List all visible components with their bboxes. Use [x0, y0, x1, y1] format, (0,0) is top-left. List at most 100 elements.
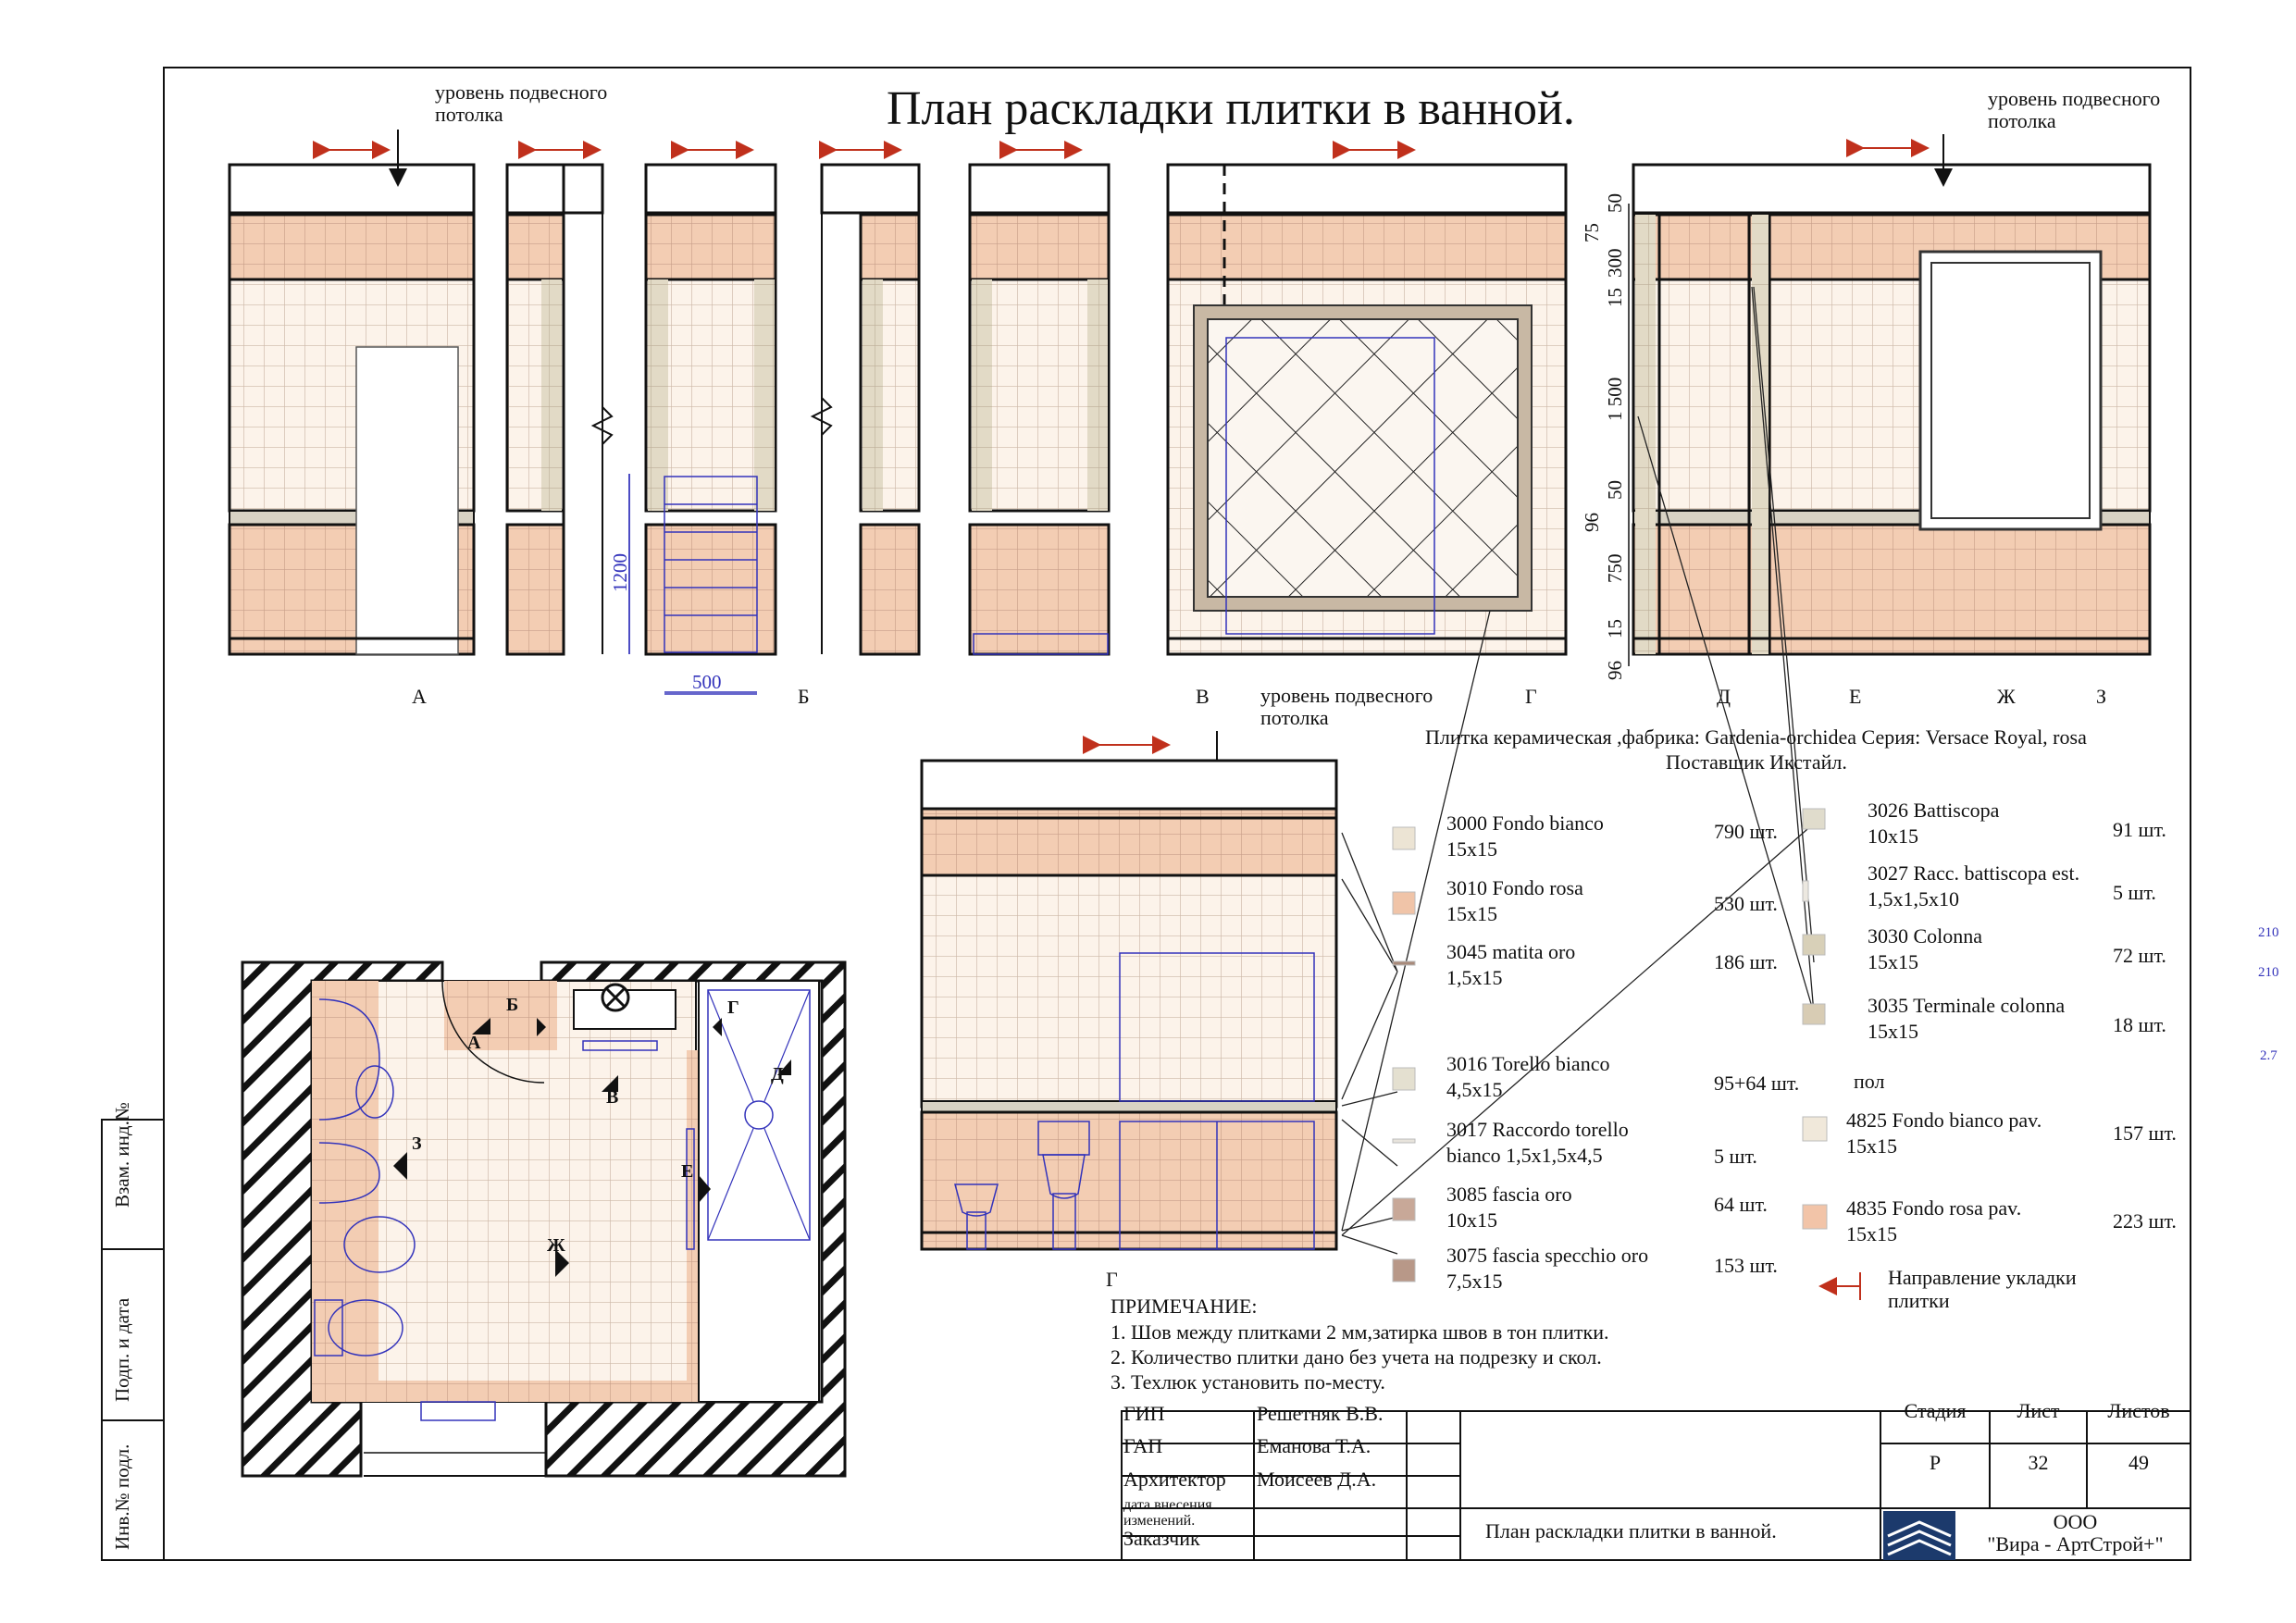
- floor-label: пол: [1854, 1070, 1885, 1093]
- legend-item-size: 15x15: [1446, 837, 1497, 861]
- plan-marker-g: Г: [727, 997, 739, 1018]
- legend-item-count: 18 шт.: [2113, 1013, 2166, 1036]
- dim-right-50b: 50: [1604, 480, 1626, 500]
- dim-right-96a: 96: [1581, 513, 1603, 532]
- elev-label-e: Е: [1849, 685, 1862, 708]
- section-g-elevation: [920, 759, 1338, 1251]
- elev-label-a: А: [412, 685, 427, 708]
- legend-item-count: 186 шт.: [1714, 950, 1778, 973]
- elev-label-g: Г: [1525, 685, 1537, 708]
- section-label: Г: [1106, 1268, 1118, 1291]
- legend-item-name: 3016 Torello bianco: [1446, 1052, 1610, 1075]
- elev-label-b: Б: [798, 685, 810, 708]
- legend-item-name: 3075 fascia specchio oro: [1446, 1244, 1649, 1267]
- tb-role: ГАП: [1123, 1434, 1163, 1457]
- tb-role: Заказчик: [1123, 1527, 1200, 1550]
- legend-swatch: [1392, 826, 1416, 850]
- legend-item-name: 4835 Fondo rosa pav.: [1846, 1196, 2022, 1220]
- legend-swatch: [1392, 1138, 1416, 1144]
- legend-item-name: 3030 Colonna: [1868, 924, 1983, 948]
- margin-number-3: 2.7: [2260, 1048, 2277, 1063]
- margin-number-2: 210: [2258, 965, 2279, 980]
- legend-item-size: 10x15: [1446, 1208, 1497, 1232]
- stamp-inv: Инв.№ подл.: [111, 1443, 133, 1550]
- legend-item-count: 157 шт.: [2113, 1121, 2177, 1145]
- legend-item-size: 1,5x1,5x10: [1868, 887, 1959, 911]
- company-logo: [1883, 1511, 1955, 1560]
- note-1: 1. Шов между плитками 2 мм,затирка швов …: [1111, 1320, 1609, 1344]
- bidet-elevation: [954, 1183, 999, 1250]
- plan-marker-zh: Ж: [547, 1235, 565, 1256]
- dim-right-750: 750: [1604, 553, 1626, 584]
- elevation-d-z: [1632, 163, 2152, 656]
- elev-label-d: Д: [1717, 685, 1731, 708]
- legend-item-size: 15x15: [1846, 1222, 1897, 1245]
- tb-company-1: ООО: [2053, 1510, 2098, 1533]
- legend-swatch: [1392, 1197, 1416, 1221]
- plan-marker-b: Б: [506, 995, 519, 1015]
- legend-item-name: 4825 Fondo bianco pav.: [1846, 1109, 2042, 1132]
- tb-sheet: 32: [2028, 1451, 2049, 1474]
- note-3: 3. Техлюк установить по-месту.: [1111, 1370, 1385, 1394]
- note-2: 2. Количество плитки дано без учета на п…: [1111, 1345, 1602, 1369]
- legend-item-name: 3027 Racc. battiscopa est.: [1868, 861, 2080, 885]
- dim-right-75: 75: [1581, 223, 1603, 242]
- legend-item-size: 15x15: [1846, 1134, 1897, 1158]
- legend-item-name: 3000 Fondo bianco: [1446, 812, 1604, 835]
- legend-item-count: 153 шт.: [1714, 1254, 1778, 1277]
- tb-company-2: "Вира - АртСтрой+": [1987, 1532, 2164, 1555]
- tile-header-1: Плитка керамическая ,фабрика: Gardenia-o…: [1425, 725, 2087, 749]
- legend-item-count: 790 шт.: [1714, 820, 1778, 843]
- tb-role: ГИП: [1123, 1402, 1165, 1425]
- plan-marker-v: В: [606, 1087, 619, 1108]
- margin-number-1: 210: [2258, 925, 2279, 940]
- elevation-a: [228, 163, 476, 656]
- legend-item-size: 7,5x15: [1446, 1270, 1503, 1293]
- tb-sheets: 49: [2128, 1451, 2149, 1474]
- dim-right-300: 300: [1604, 248, 1626, 279]
- tb-stage: Р: [1929, 1451, 1942, 1474]
- title-block: [1121, 1410, 2191, 1561]
- direction-note: Направление укладки плитки: [1888, 1266, 2077, 1312]
- legend-item-size: 15x15: [1446, 902, 1497, 925]
- legend-item-size: 1,5x15: [1446, 966, 1503, 989]
- legend-swatches: [1392, 808, 1828, 1282]
- tb-name: Моисеев Д.А.: [1257, 1468, 1377, 1491]
- legend-item-count: 91 шт.: [2113, 818, 2166, 841]
- legend-swatch: [1802, 808, 1826, 830]
- legend-swatch: [1802, 1116, 1828, 1142]
- elev-label-v: В: [1196, 685, 1210, 708]
- legend-item-name: 3010 Fondo rosa: [1446, 876, 1583, 899]
- legend-swatch: [1802, 1204, 1828, 1230]
- legend-item-name: 3035 Terminale colonna: [1868, 994, 2066, 1017]
- legend-item-count: 95+64 шт.: [1714, 1072, 1800, 1095]
- legend-item-name: 3085 fascia oro: [1446, 1183, 1572, 1206]
- towel-dryer: [664, 476, 758, 653]
- legend-item-name: 3017 Raccordo torello: [1446, 1118, 1629, 1141]
- ceiling-note-2: уровень подвесного потолка: [1988, 87, 2161, 132]
- dim-right-15a: 15: [1604, 288, 1626, 307]
- tile-header-2: Поставщик Икстайл.: [1666, 750, 1847, 774]
- dim-right-1500: 1 500: [1604, 377, 1626, 421]
- legend-swatch: [1392, 960, 1416, 966]
- dim-right-96b: 96: [1604, 661, 1626, 680]
- tb-stage-h: Стадия: [1904, 1399, 1967, 1422]
- toilet-elevation: [1037, 1121, 1090, 1250]
- legend-swatch: [1802, 880, 1809, 902]
- elev-label-zh: Ж: [1997, 685, 2016, 708]
- legend-item-size: bianco 1,5x1,5x4,5: [1446, 1144, 1603, 1167]
- plan-marker-z: З: [412, 1134, 422, 1154]
- tb-sheets-h: Листов: [2107, 1399, 2170, 1422]
- legend-swatch: [1802, 934, 1826, 956]
- elevation-v-g: [1166, 163, 1568, 656]
- elevation-side: [968, 163, 1111, 656]
- side-stamp-frame: [101, 1119, 165, 1561]
- legend-swatch: [1802, 1003, 1826, 1025]
- legend-item-size: 10x15: [1868, 824, 1918, 848]
- stamp-vzam: Взам. инд.№: [111, 1102, 133, 1208]
- tb-role: Архитектор: [1123, 1468, 1226, 1491]
- legend-item-name: 3026 Battiscopa: [1868, 799, 2000, 822]
- legend-item-count: 64 шт.: [1714, 1193, 1768, 1216]
- tb-name: Еманова Т.А.: [1257, 1434, 1371, 1457]
